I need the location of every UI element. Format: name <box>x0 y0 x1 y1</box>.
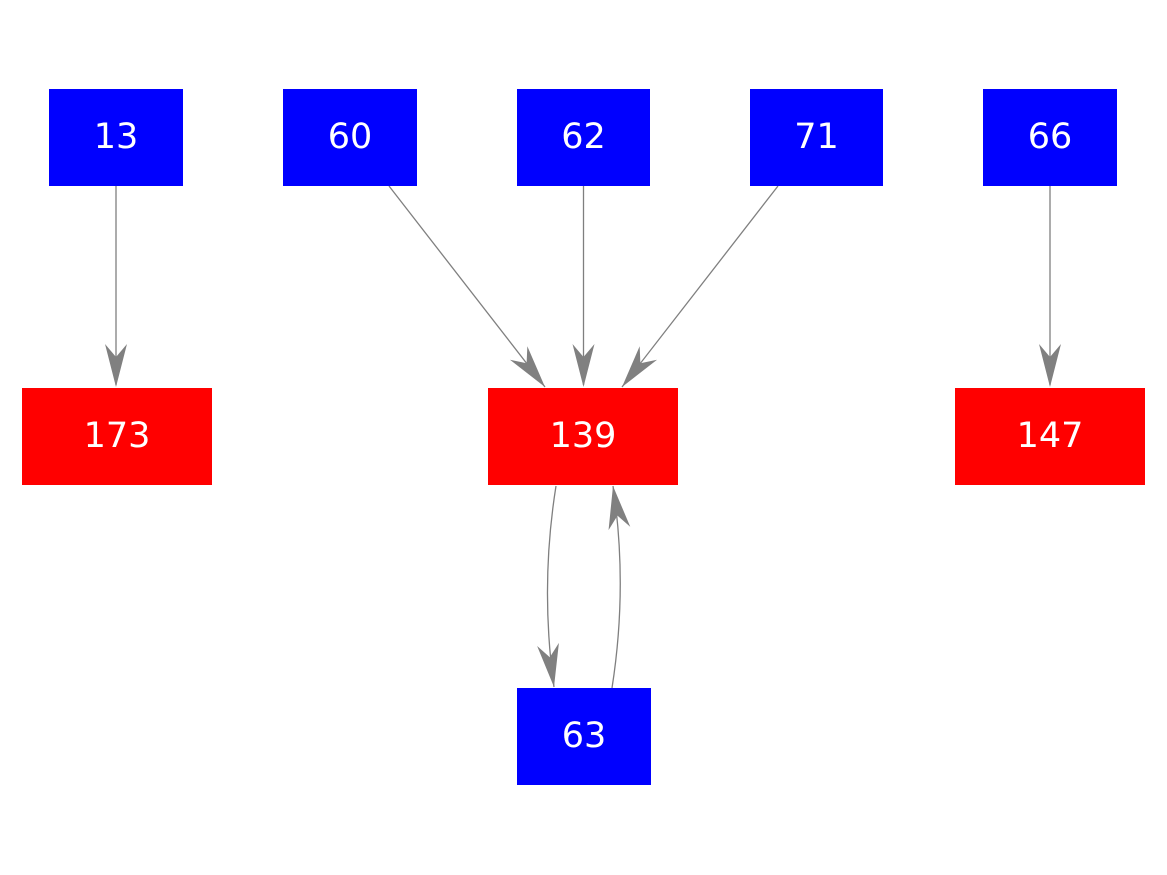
node-13: 13 <box>49 89 183 186</box>
node-60: 60 <box>283 89 417 186</box>
edge-66-147 <box>1039 186 1061 387</box>
node-147: 147 <box>955 388 1145 485</box>
arrowhead-13-173 <box>105 344 127 387</box>
node-71: 71 <box>750 89 883 186</box>
edge-139-63 <box>537 485 559 688</box>
edge-63-139 <box>608 485 631 689</box>
arrowhead-71-139 <box>622 346 658 387</box>
edge-60-139 <box>388 185 546 388</box>
edge-71-139 <box>621 185 779 388</box>
arrowhead-63-139 <box>608 486 631 531</box>
node-63: 63 <box>517 688 651 785</box>
node-173: 173 <box>22 388 212 485</box>
arrowhead-60-139 <box>509 346 545 387</box>
node-139: 139 <box>488 388 678 485</box>
arrowhead-66-147 <box>1039 344 1061 387</box>
node-62: 62 <box>517 89 650 186</box>
arrowhead-62-139 <box>572 344 595 387</box>
edge-62-139 <box>572 186 595 387</box>
node-66: 66 <box>983 89 1117 186</box>
arrowhead-139-63 <box>537 642 559 687</box>
edge-13-173 <box>105 186 127 387</box>
